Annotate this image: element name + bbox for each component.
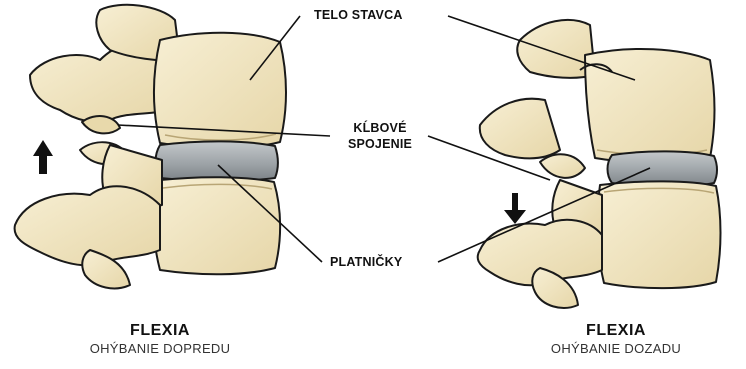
label-joint-line2: SPOJENIE bbox=[336, 136, 424, 152]
right-caption-subtitle: OHÝBANIE DOZADU bbox=[496, 341, 736, 356]
label-vertebral-body: TELO STAVCA bbox=[314, 8, 403, 22]
right-facet-joint bbox=[540, 154, 585, 178]
left-caption-subtitle: OHÝBANIE DOPREDU bbox=[40, 341, 280, 356]
arrow-down-icon bbox=[504, 193, 526, 224]
label-discs: PLATNIČKY bbox=[330, 255, 402, 269]
left-caption-title: FLEXIA bbox=[60, 322, 260, 340]
left-lower-vertebral-body bbox=[154, 177, 280, 274]
right-upper-spinous-process bbox=[480, 99, 560, 159]
arrow-up-icon bbox=[33, 140, 53, 174]
left-disc bbox=[156, 141, 279, 181]
label-joint: KĹBOVÉ SPOJENIE bbox=[336, 120, 424, 152]
right-spine-segment bbox=[478, 20, 721, 308]
label-joint-line1: KĹBOVÉ bbox=[336, 120, 424, 136]
right-lower-vertebral-body bbox=[597, 181, 720, 288]
right-upper-lamina bbox=[517, 20, 595, 78]
right-caption-title: FLEXIA bbox=[516, 322, 716, 340]
left-spine-segment bbox=[15, 5, 286, 289]
